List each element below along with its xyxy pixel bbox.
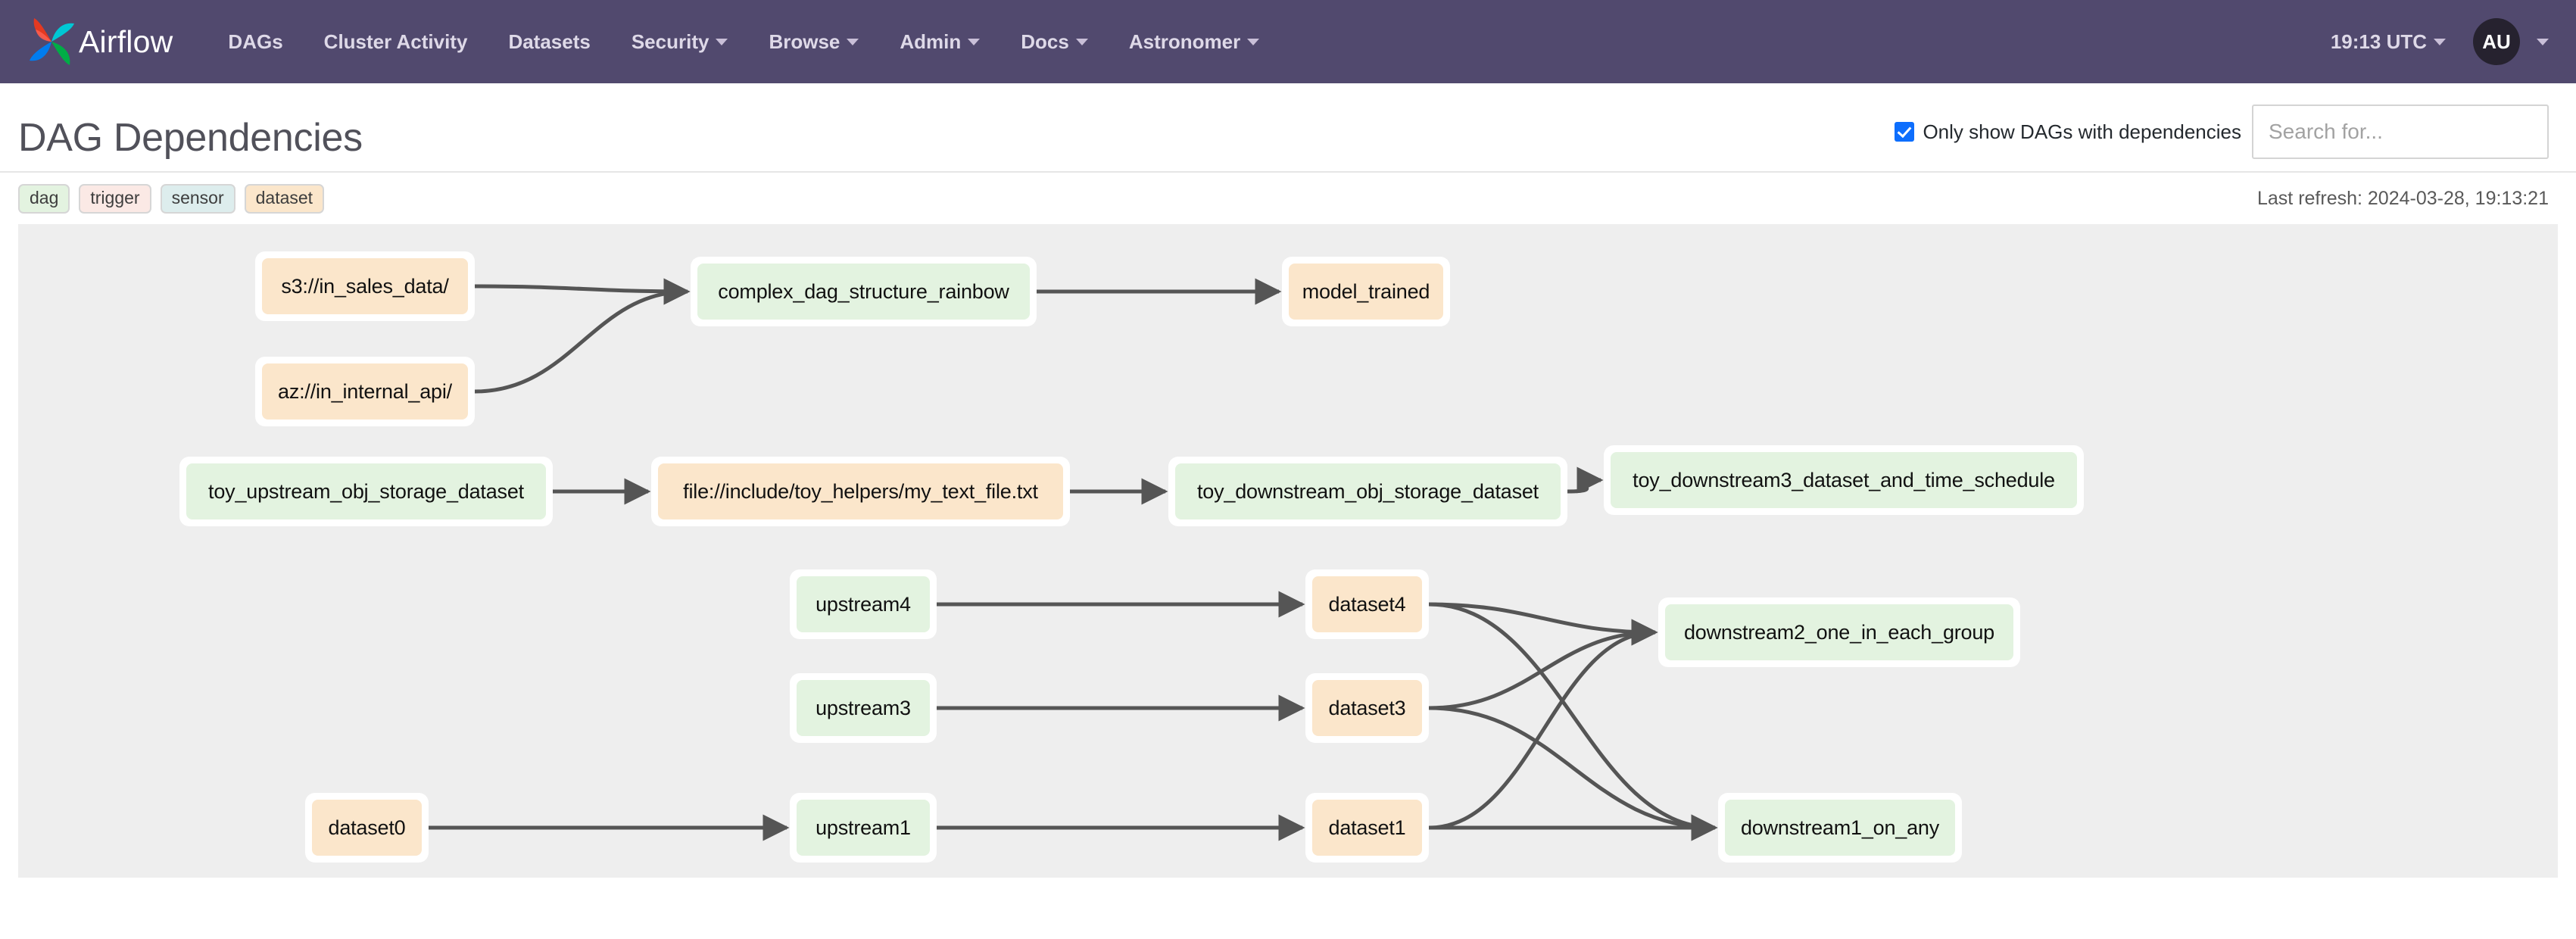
nav-item-browse[interactable]: Browse (748, 0, 879, 83)
graph-node-label: toy_upstream_obj_storage_dataset (186, 463, 546, 519)
graph-node-toy_downstream_obj_storage_dataset[interactable]: toy_downstream_obj_storage_dataset (1168, 457, 1567, 526)
graph-node-label: dataset1 (1312, 800, 1422, 856)
graph-node-s3_in_sales_data[interactable]: s3://in_sales_data/ (255, 251, 475, 321)
utc-clock-label: 19:13 UTC (2330, 30, 2427, 53)
last-refresh-label: Last refresh: 2024-03-28, 19:13:21 (2257, 187, 2549, 209)
legend-pill-dataset[interactable]: dataset (244, 183, 325, 214)
graph-node-label: s3://in_sales_data/ (262, 258, 468, 314)
graph-node-label: complex_dag_structure_rainbow (697, 264, 1030, 320)
chevron-down-icon (968, 38, 981, 45)
nav-label: Datasets (508, 30, 591, 53)
graph-node-label: file://include/toy_helpers/my_text_file.… (658, 463, 1063, 519)
chevron-down-icon[interactable] (2537, 38, 2549, 45)
utc-clock-menu[interactable]: 19:13 UTC (2331, 30, 2446, 54)
graph-node-dataset1[interactable]: dataset1 (1305, 793, 1429, 863)
graph-node-upstream4[interactable]: upstream4 (790, 569, 937, 639)
brand-title: Airflow (79, 23, 173, 59)
graph-node-label: downstream2_one_in_each_group (1665, 604, 2013, 660)
graph-node-model_trained[interactable]: model_trained (1282, 257, 1450, 326)
nav-label: DAGs (228, 30, 283, 53)
chevron-down-icon (2434, 38, 2446, 45)
top-navbar: Airflow DAGs Cluster Activity Datasets S… (0, 0, 2576, 83)
graph-edge (1428, 706, 1718, 841)
graph-node-label: toy_downstream3_dataset_and_time_schedul… (1611, 452, 2077, 508)
graph-edge (1428, 619, 1658, 830)
nav-label: Browse (769, 30, 840, 53)
graph-node-toy_upstream_obj_storage_dataset[interactable]: toy_upstream_obj_storage_dataset (179, 457, 553, 526)
graph-edge (474, 278, 691, 305)
graph-node-label: toy_downstream_obj_storage_dataset (1175, 463, 1561, 519)
nav-item-dags[interactable]: DAGs (207, 0, 303, 83)
graph-node-file_include_toy_helpers_my_text_file[interactable]: file://include/toy_helpers/my_text_file.… (651, 457, 1070, 526)
graph-node-label: dataset4 (1312, 576, 1422, 632)
chevron-down-icon (1075, 38, 1088, 45)
graph-edges-layer (429, 278, 1718, 841)
nav-label: Cluster Activity (323, 30, 468, 53)
dag-dependencies-graph[interactable]: s3://in_sales_data/az://in_internal_api/… (18, 224, 2558, 878)
nav-item-datasets[interactable]: Datasets (488, 0, 610, 83)
graph-node-label: dataset3 (1312, 680, 1422, 736)
search-input[interactable] (2252, 105, 2549, 159)
graph-node-label: upstream4 (797, 576, 930, 632)
page-header: DAG Dependencies Only show DAGs with dep… (0, 83, 2576, 173)
header-controls: Only show DAGs with dependencies (1895, 105, 2549, 171)
graph-node-dataset0[interactable]: dataset0 (305, 793, 429, 863)
checkbox-checked-icon[interactable] (1895, 122, 1915, 142)
graph-node-label: dataset0 (312, 800, 422, 856)
graph-node-upstream3[interactable]: upstream3 (790, 673, 937, 743)
graph-node-az_in_internal_api[interactable]: az://in_internal_api/ (255, 357, 475, 426)
nav-item-cluster-activity[interactable]: Cluster Activity (304, 0, 488, 83)
avatar-initials: AU (2482, 30, 2511, 53)
brand-logo-link[interactable]: Airflow (29, 17, 173, 67)
graph-node-label: upstream1 (797, 800, 930, 856)
only-show-dags-with-dependencies-checkbox[interactable]: Only show DAGs with dependencies (1895, 120, 2241, 144)
graph-node-toy_downstream3_dataset_and_time_schedule[interactable]: toy_downstream3_dataset_and_time_schedul… (1604, 445, 2084, 515)
nav-label: Astronomer (1128, 30, 1241, 53)
graph-edge (1428, 602, 1718, 841)
graph-node-downstream2_one_in_each_group[interactable]: downstream2_one_in_each_group (1658, 597, 2020, 667)
graph-edge (1567, 466, 1604, 494)
nav-item-security[interactable]: Security (611, 0, 749, 83)
graph-node-dataset4[interactable]: dataset4 (1305, 569, 1429, 639)
airflow-pinwheel-icon (29, 17, 76, 67)
graph-node-complex_dag_structure_rainbow[interactable]: complex_dag_structure_rainbow (691, 257, 1037, 326)
graph-edge (1428, 602, 1658, 646)
legend-pill-sensor[interactable]: sensor (160, 183, 235, 214)
chevron-down-icon (847, 38, 859, 45)
nav-label: Docs (1021, 30, 1069, 53)
legend-row: dag trigger sensor dataset Last refresh:… (0, 173, 2576, 224)
nav-label: Security (631, 30, 709, 53)
graph-node-label: az://in_internal_api/ (262, 363, 468, 420)
graph-edge (474, 278, 691, 394)
nav-label: Admin (900, 30, 962, 53)
avatar[interactable]: AU (2473, 18, 2520, 65)
nav-item-admin[interactable]: Admin (879, 0, 1000, 83)
chevron-down-icon (1247, 38, 1260, 45)
graph-edge (1428, 619, 1658, 710)
nav-links: DAGs Cluster Activity Datasets Security … (207, 0, 1280, 83)
navbar-right: 19:13 UTC AU (2331, 18, 2549, 65)
legend-pill-trigger[interactable]: trigger (79, 183, 151, 214)
graph-node-dataset3[interactable]: dataset3 (1305, 673, 1429, 743)
graph-node-label: downstream1_on_any (1725, 800, 1955, 856)
graph-node-label: model_trained (1289, 264, 1443, 320)
chevron-down-icon (716, 38, 728, 45)
page-title: DAG Dependencies (18, 116, 363, 160)
nav-item-astronomer[interactable]: Astronomer (1109, 0, 1280, 83)
graph-node-label: upstream3 (797, 680, 930, 736)
graph-node-downstream1_on_any[interactable]: downstream1_on_any (1718, 793, 1962, 863)
nav-item-docs[interactable]: Docs (1000, 0, 1109, 83)
checkbox-label: Only show DAGs with dependencies (1923, 120, 2241, 143)
legend-pill-dag[interactable]: dag (18, 183, 70, 214)
graph-node-upstream1[interactable]: upstream1 (790, 793, 937, 863)
